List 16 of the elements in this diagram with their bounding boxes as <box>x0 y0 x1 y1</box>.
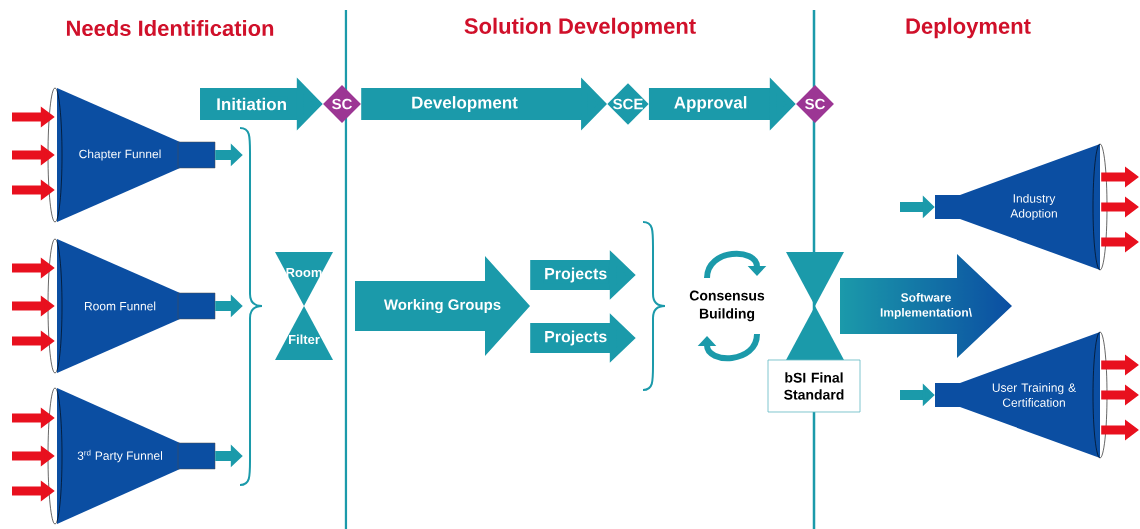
consensus-cycle: Consensus Building <box>689 250 767 362</box>
standard-box: bSI Final Standard <box>767 359 861 413</box>
block-arrow: Software Implementation\ <box>880 292 972 320</box>
phase-heading: Deployment <box>906 17 1031 39</box>
phase-heading: Solution Development <box>464 17 696 39</box>
node-label: Consensus Building <box>689 290 765 322</box>
edge-label: Development <box>410 95 519 113</box>
phase-heading: Needs Identification <box>66 19 274 37</box>
hourglass-shape <box>786 252 844 360</box>
funnel: Industry Adoption <box>935 143 1108 271</box>
node-label: Filter <box>288 334 320 345</box>
edge-label: Approval <box>672 95 749 113</box>
funnel: Room Funnel <box>47 238 216 374</box>
funnel: Chapter Funnel <box>47 87 216 223</box>
funnel: User Training & Certification <box>935 331 1108 459</box>
funnel: 3$^{rd}$ Party Funnel <box>47 387 216 525</box>
